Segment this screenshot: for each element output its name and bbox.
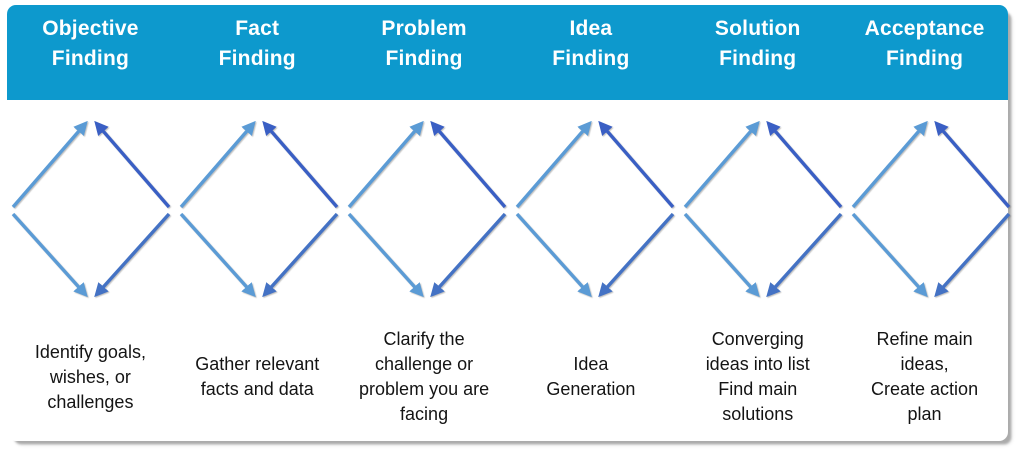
diamond-cell	[679, 107, 847, 313]
header-solution-finding: Solution Finding	[714, 17, 801, 70]
header-idea-finding: Idea Finding	[552, 17, 630, 70]
diamond-arrows-icon	[683, 120, 843, 298]
description-fact-finding: Gather relevant facts and data	[195, 354, 320, 399]
description-problem-finding: Clarify the challenge or problem you are…	[359, 329, 490, 424]
diamond-cell	[343, 107, 511, 313]
cps-process-diagram: Objective Finding Fact Finding Problem F…	[7, 5, 1011, 441]
diamond-cell	[175, 107, 343, 313]
diamond-row	[7, 100, 1011, 313]
diamond-cell	[7, 107, 175, 313]
diamond-arrows-icon	[179, 120, 339, 298]
diamond-arrows-icon	[515, 120, 675, 298]
description-objective-finding: Identify goals, wishes, or challenges	[34, 341, 146, 412]
header-objective-finding: Objective Finding	[42, 17, 139, 70]
diamond-arrows-icon	[347, 120, 507, 298]
header-acceptance-finding: Acceptance Finding	[864, 17, 985, 70]
header-band: Objective Finding Fact Finding Problem F…	[7, 5, 1008, 100]
header-problem-finding: Problem Finding	[381, 17, 467, 70]
diamond-arrows-icon	[11, 120, 171, 298]
header-fact-finding: Fact Finding	[218, 17, 296, 70]
diamond-arrows-icon	[851, 120, 1011, 298]
description-idea-finding: Idea Generation	[546, 354, 636, 399]
description-solution-finding: Converging ideas into list Find main sol…	[705, 329, 810, 424]
diamond-cell	[511, 107, 679, 313]
description-acceptance-finding: Refine main ideas, Create action plan	[871, 329, 979, 424]
description-row: Identify goals, wishes, or challenges Ga…	[7, 313, 1008, 441]
diamond-cell	[847, 107, 1015, 313]
